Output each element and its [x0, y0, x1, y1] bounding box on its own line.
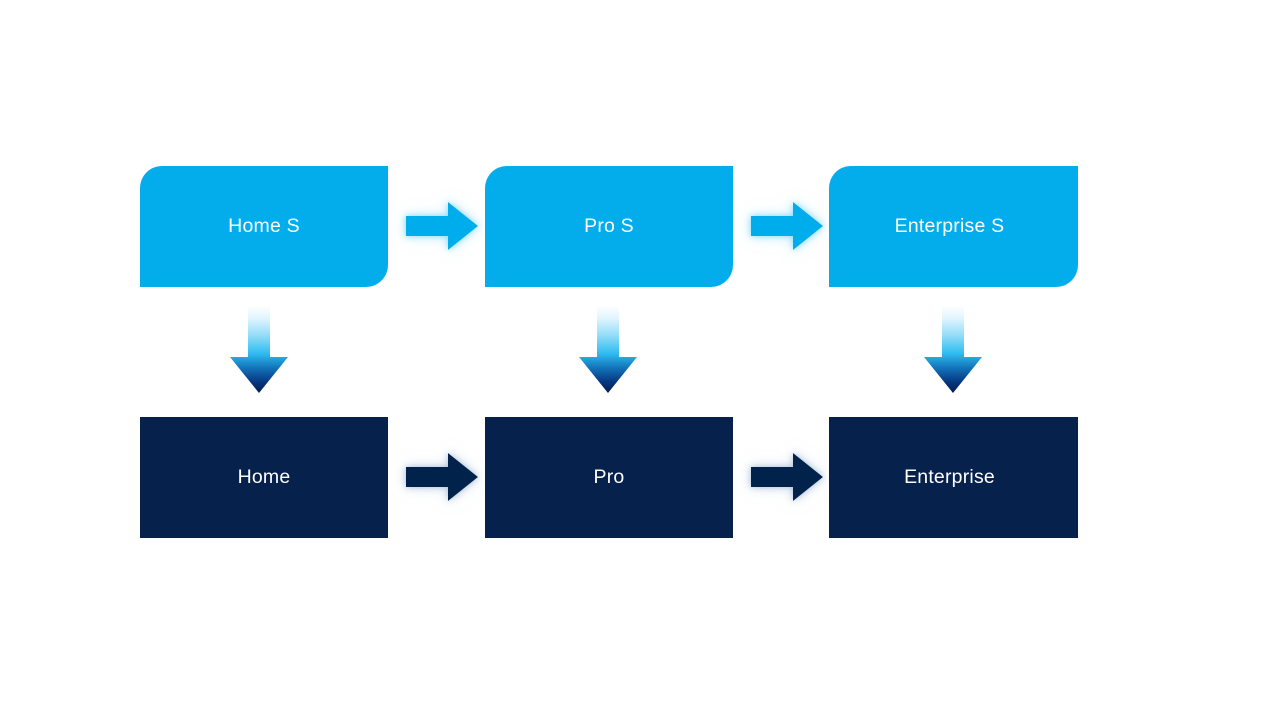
arrow-down-icon	[924, 305, 982, 393]
arrow-home-to-pro	[404, 449, 480, 505]
arrow-right-icon	[751, 453, 823, 501]
node-pro[interactable]: Pro	[485, 417, 733, 538]
node-label-home-s: Home S	[228, 214, 300, 237]
arrow-right-icon	[406, 202, 478, 250]
node-home[interactable]: Home	[140, 417, 388, 538]
arrow-right-icon	[406, 453, 478, 501]
arrow-down-icon	[579, 305, 637, 393]
node-enterprise[interactable]: Enterprise	[829, 417, 1078, 538]
node-label-pro-s: Pro S	[584, 214, 634, 237]
arrow-pro-to-enterprise	[749, 449, 825, 505]
node-label-home: Home	[237, 465, 291, 488]
node-enterprise-s[interactable]: Enterprise S	[829, 166, 1078, 287]
node-label-enterprise: Enterprise	[904, 465, 995, 488]
arrow-enterprise-s-to-enterprise	[922, 305, 984, 395]
arrow-down-icon	[230, 305, 288, 393]
node-label-enterprise-s: Enterprise S	[894, 214, 1005, 237]
arrow-pro-s-to-pro	[577, 305, 639, 395]
node-pro-s[interactable]: Pro S	[485, 166, 733, 287]
arrow-home-s-to-home	[228, 305, 290, 395]
arrow-pro-s-to-enterprise-s	[749, 198, 825, 254]
arrow-home-s-to-pro-s	[404, 198, 480, 254]
arrow-right-icon	[751, 202, 823, 250]
node-home-s[interactable]: Home S	[140, 166, 388, 287]
node-label-pro: Pro	[593, 465, 625, 488]
